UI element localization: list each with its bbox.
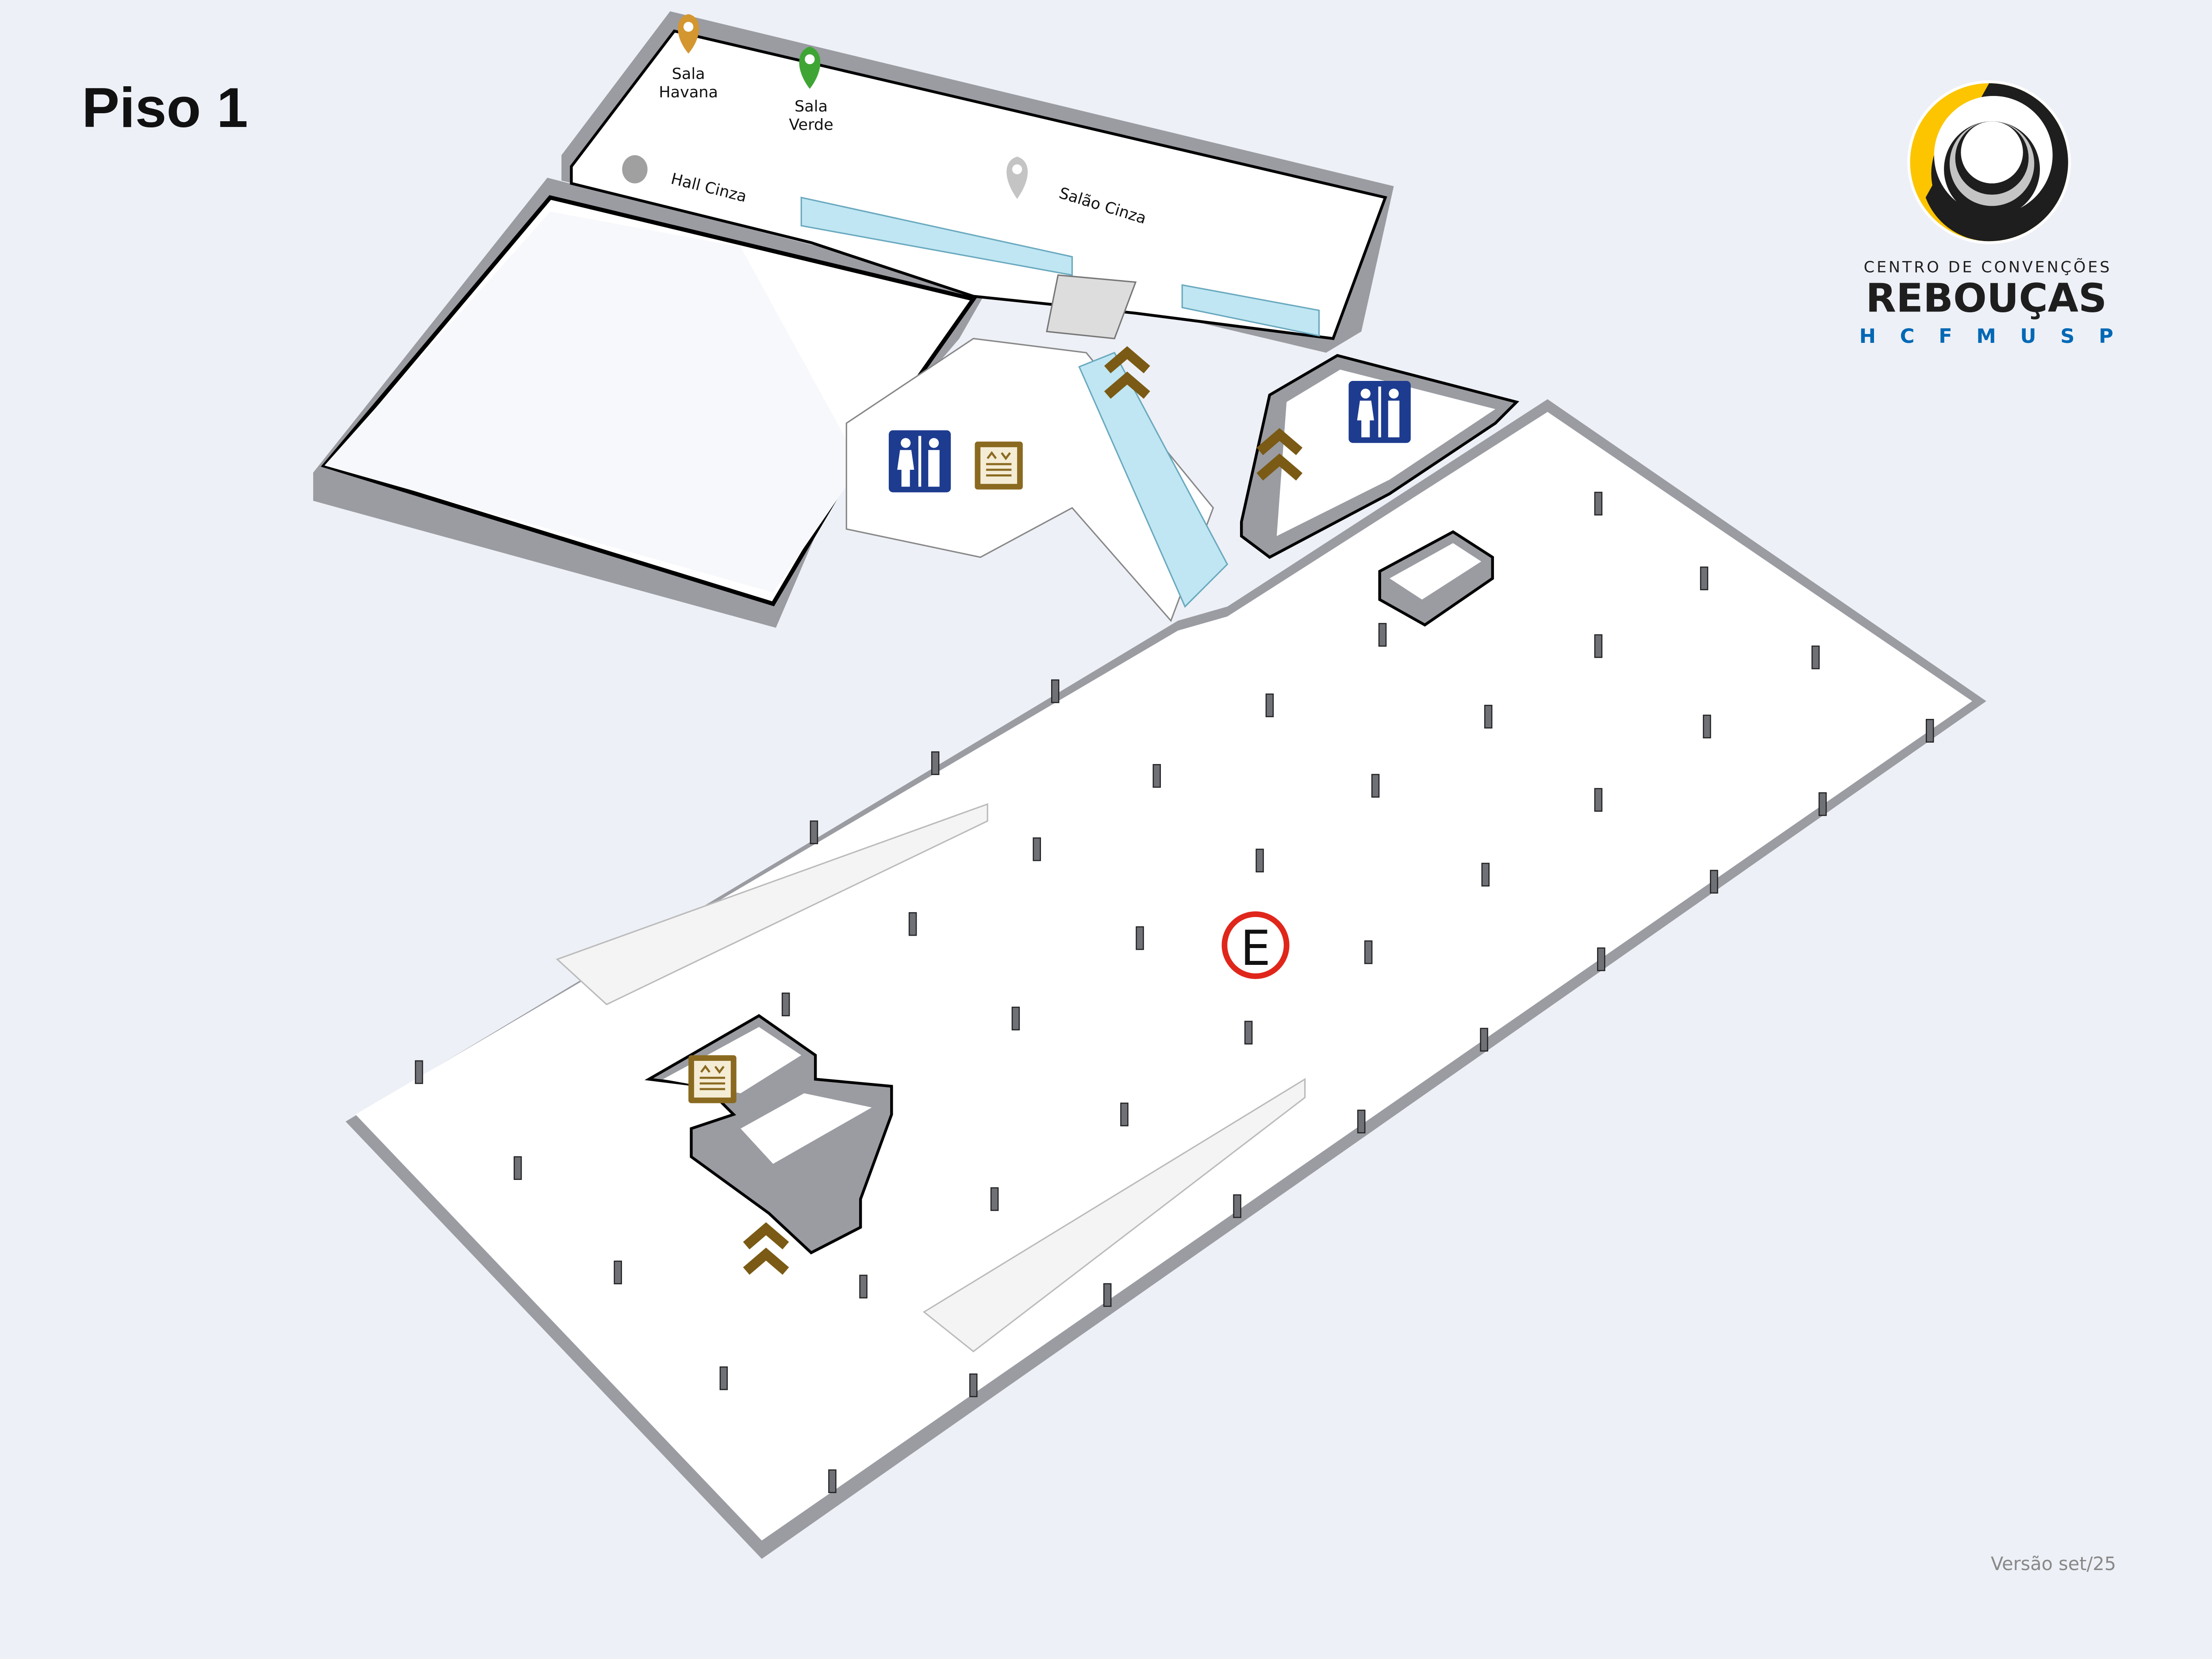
column — [1597, 947, 1605, 972]
column — [1256, 849, 1264, 872]
column — [1357, 1110, 1366, 1133]
room-sala-verde[interactable]: Sala Verde — [789, 46, 833, 134]
column — [1033, 837, 1041, 861]
column — [1925, 719, 1934, 743]
column — [1152, 764, 1161, 788]
column — [1011, 1006, 1020, 1031]
elevator-icon[interactable] — [975, 442, 1023, 490]
parking-icon[interactable]: E — [1221, 911, 1290, 979]
room-label: Sala — [795, 97, 828, 115]
column — [1818, 792, 1827, 816]
restroom-icon[interactable] — [1348, 380, 1411, 443]
upper-left-hall — [313, 177, 988, 628]
column — [1481, 863, 1490, 887]
logo-line1: CENTRO DE CONVENÇÕES — [1864, 257, 2112, 276]
floor-title: Piso 1 — [82, 77, 248, 139]
column — [828, 1469, 837, 1493]
column — [1120, 1102, 1129, 1126]
logo-line3: H C F M U S P — [1859, 325, 2113, 348]
map-pin-icon — [799, 46, 821, 89]
column — [415, 1060, 423, 1084]
columns — [415, 492, 1934, 1493]
column — [1364, 940, 1373, 964]
stairs-up-icon[interactable] — [743, 1222, 789, 1275]
elevator-icon[interactable] — [688, 1055, 737, 1103]
column — [990, 1187, 999, 1211]
column — [719, 1366, 728, 1390]
column — [1480, 1028, 1488, 1052]
column — [1233, 1194, 1241, 1218]
column — [1811, 645, 1820, 669]
map-pin-icon — [678, 14, 699, 54]
column — [1594, 492, 1603, 516]
column — [614, 1260, 622, 1285]
column — [1051, 679, 1060, 703]
column — [859, 1275, 868, 1298]
column — [1378, 623, 1387, 647]
upper-wing — [561, 11, 1394, 353]
logo: CENTRO DE CONVENÇÕES REBOUÇAS H C F M U … — [1859, 80, 2113, 348]
room-label: Sala — [672, 65, 705, 83]
column — [931, 751, 940, 775]
version-label: Versão set/25 — [1991, 1553, 2116, 1575]
stairs-up-icon[interactable] — [1104, 346, 1150, 399]
parking-letter: E — [1240, 920, 1271, 976]
stairs-up-icon[interactable] — [1256, 428, 1303, 481]
column — [969, 1373, 978, 1398]
map-pin-icon — [1006, 156, 1028, 199]
column — [781, 992, 790, 1017]
central-corridor — [845, 338, 1520, 622]
column — [1103, 1283, 1112, 1307]
restroom-icon[interactable] — [888, 430, 951, 492]
column — [1703, 714, 1711, 739]
room-label: Verde — [789, 115, 833, 134]
column — [1594, 634, 1603, 658]
column — [1710, 870, 1718, 894]
column — [1265, 693, 1274, 718]
column — [1136, 926, 1144, 950]
column — [908, 912, 917, 936]
column — [1484, 705, 1493, 729]
room-label: Havana — [659, 83, 718, 101]
room-sala-havana[interactable]: Sala Havana — [659, 14, 718, 101]
column — [1594, 788, 1603, 812]
hall-marker-icon — [622, 155, 648, 184]
column — [514, 1156, 522, 1180]
column — [1244, 1021, 1253, 1045]
column — [810, 820, 818, 845]
column — [1371, 774, 1380, 798]
logo-line2: REBOUÇAS — [1866, 276, 2107, 322]
column — [1700, 566, 1709, 591]
